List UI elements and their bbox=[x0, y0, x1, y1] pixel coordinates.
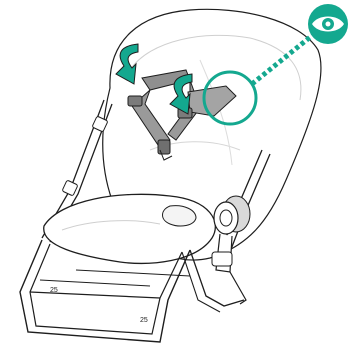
eye-icon bbox=[308, 4, 348, 44]
svg-text:25: 25 bbox=[140, 317, 148, 324]
svg-text:25: 25 bbox=[50, 287, 58, 294]
seat-cushion bbox=[44, 194, 216, 263]
